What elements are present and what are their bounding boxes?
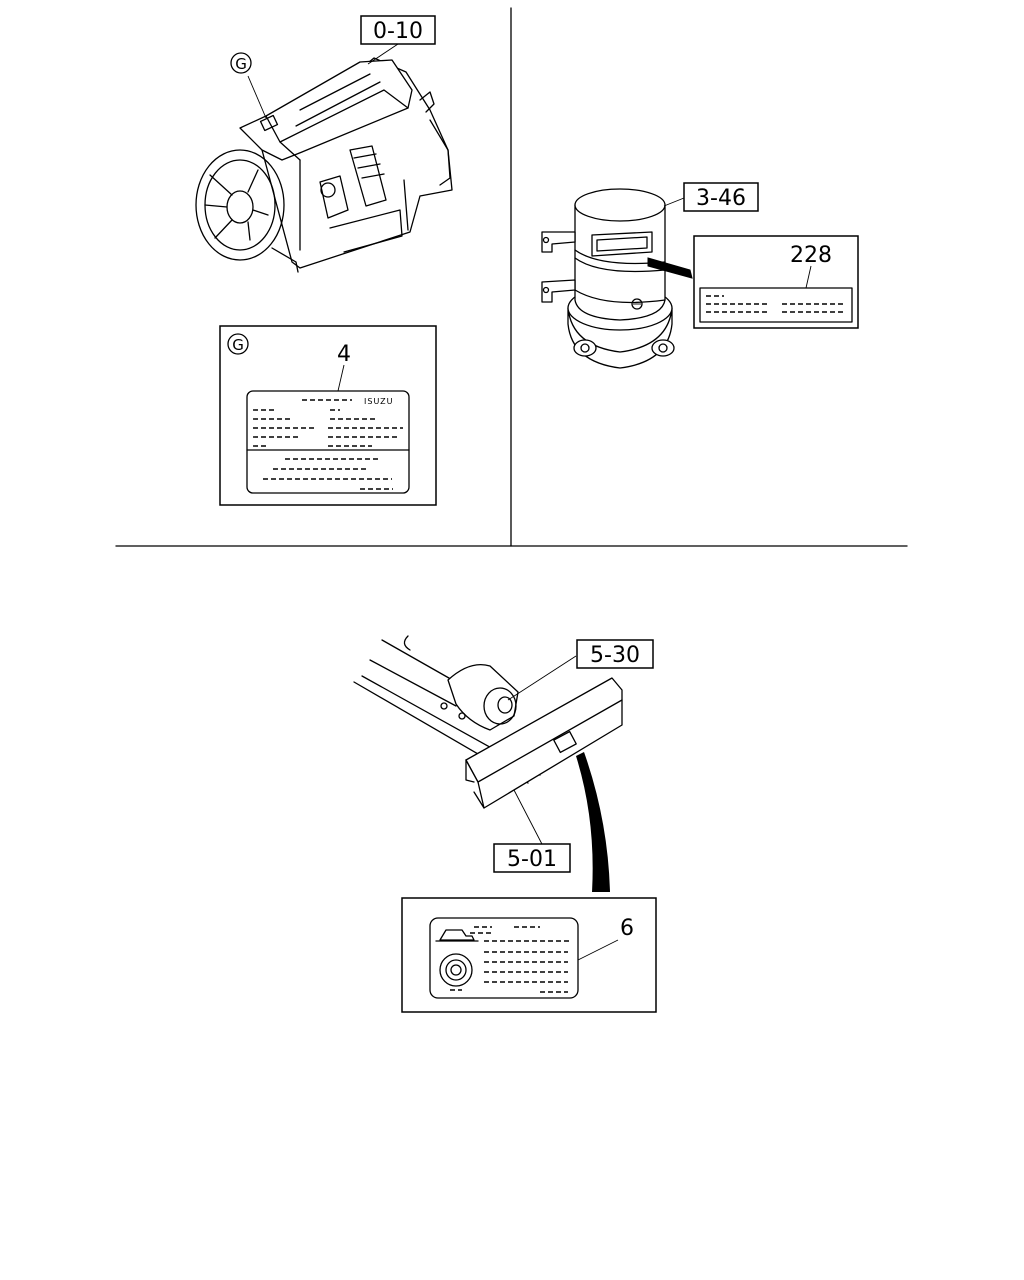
section-dividers — [115, 7, 908, 547]
ref-box-5-01: 5-01 — [493, 843, 571, 873]
plate-brand: ISUZU — [364, 397, 394, 406]
part-number-4: 4 — [337, 342, 351, 367]
ref-label-3-46: 3-46 — [696, 186, 746, 211]
ref-label-0-10: 0-10 — [373, 19, 423, 44]
part-number-6: 6 — [620, 916, 634, 941]
callout-g-top-label: G — [235, 55, 247, 73]
ref-label-5-30: 5-30 — [590, 643, 640, 668]
ref-box-3-46: 3-46 — [683, 182, 759, 212]
detail-g-label: G — [232, 336, 244, 354]
frame-illustration — [353, 635, 623, 892]
detail-6-box: 6 — [401, 897, 657, 1013]
ref-box-0-10: 0-10 — [360, 15, 436, 45]
detail-g-box: G 4 ISUZU — [219, 325, 437, 506]
detail-228-box: 228 — [693, 235, 859, 329]
callout-g-top: G — [230, 52, 252, 74]
part-number-228: 228 — [790, 243, 832, 268]
solenoid-illustration — [541, 188, 693, 369]
ref-label-5-01: 5-01 — [507, 847, 557, 872]
ref-box-5-30: 5-30 — [576, 639, 654, 669]
engine-illustration — [195, 43, 453, 273]
